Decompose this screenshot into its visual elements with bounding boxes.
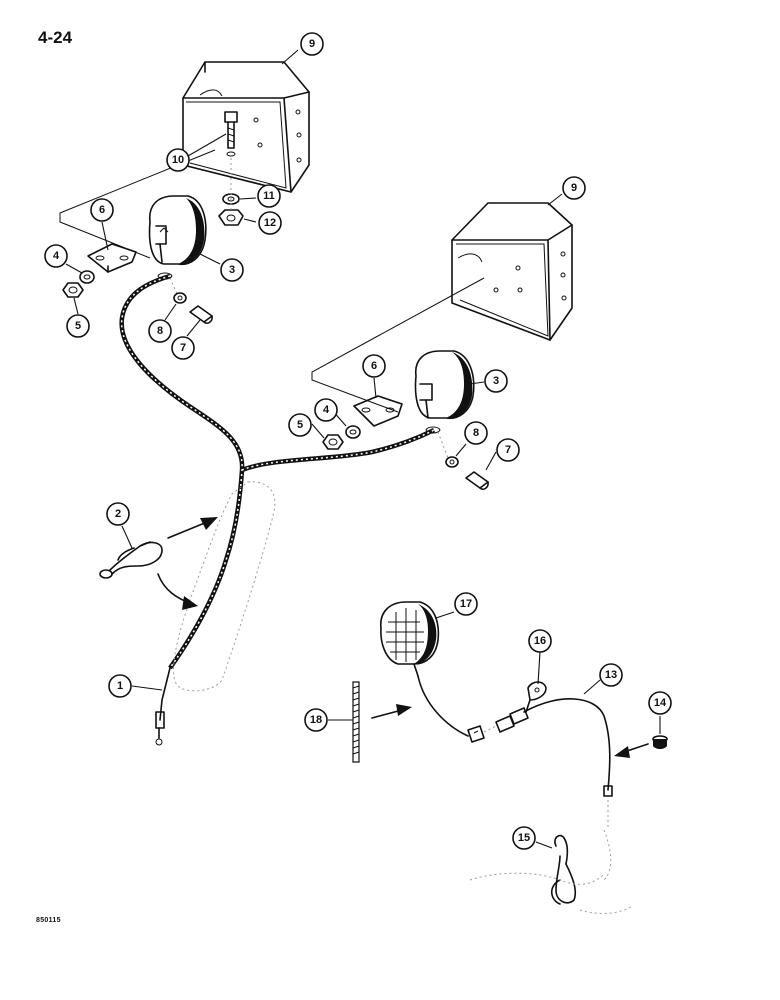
callout-7-lower: 7 <box>496 438 520 462</box>
connector-lamp-side <box>467 725 485 743</box>
svg-text:7: 7 <box>180 342 186 354</box>
svg-text:2: 2 <box>115 508 121 520</box>
callout-12: 12 <box>258 211 282 235</box>
callout-10: 10 <box>166 148 190 172</box>
svg-text:18: 18 <box>310 714 322 726</box>
svg-text:8: 8 <box>473 427 479 439</box>
svg-text:11: 11 <box>263 190 275 202</box>
callout-4-upper: 4 <box>44 244 68 268</box>
callout-9-upper: 9 <box>300 32 324 56</box>
callout-4-lower: 4 <box>314 398 338 422</box>
callout-7-upper: 7 <box>171 336 195 360</box>
svg-text:17: 17 <box>460 598 472 610</box>
clamp-15 <box>550 834 577 905</box>
page-number: 4-24 <box>38 28 73 47</box>
svg-text:1: 1 <box>117 680 123 692</box>
svg-text:14: 14 <box>654 697 667 709</box>
svg-text:5: 5 <box>297 419 303 431</box>
svg-text:9: 9 <box>571 182 577 194</box>
callout-13: 13 <box>599 663 623 687</box>
svg-text:7: 7 <box>505 444 511 456</box>
svg-text:4: 4 <box>323 404 330 416</box>
nut-12 <box>218 209 244 226</box>
callout-17: 17 <box>454 592 478 616</box>
svg-text:13: 13 <box>605 669 617 681</box>
wire-harness-1 <box>119 273 436 746</box>
bolt-7-lower <box>465 471 489 490</box>
clip-16 <box>525 681 547 713</box>
svg-text:8: 8 <box>157 325 163 337</box>
svg-text:6: 6 <box>99 204 105 216</box>
work-lamp-upper <box>148 195 207 266</box>
harness-strap-2 <box>99 541 163 579</box>
nut-5-lower <box>322 434 344 450</box>
work-lamp-17 <box>380 601 440 677</box>
svg-text:4: 4 <box>53 250 60 262</box>
svg-text:9: 9 <box>309 38 315 50</box>
bolt-10 <box>224 111 238 157</box>
callout-14: 14 <box>648 691 672 715</box>
mounting-box-lower <box>451 202 573 341</box>
cable-tie-18 <box>352 681 360 763</box>
callout-3-upper: 3 <box>220 258 244 282</box>
callout-16: 16 <box>528 629 552 653</box>
svg-text:3: 3 <box>229 264 235 276</box>
svg-text:5: 5 <box>75 320 81 332</box>
callout-8-upper: 8 <box>148 319 172 343</box>
svg-text:12: 12 <box>264 217 276 229</box>
connector-harness-side <box>495 707 529 733</box>
washer-4-lower <box>345 425 361 439</box>
callout-1: 1 <box>108 674 132 698</box>
plug-14 <box>652 735 668 749</box>
callout-6-upper: 6 <box>90 198 114 222</box>
callout-18: 18 <box>304 708 328 732</box>
callout-11: 11 <box>257 184 281 208</box>
arrow-plug <box>614 743 649 758</box>
work-lamp-lower <box>414 350 475 420</box>
svg-text:16: 16 <box>534 635 546 647</box>
callout-3-lower: 3 <box>484 369 508 393</box>
arrow-cable-tie <box>371 704 412 719</box>
svg-text:10: 10 <box>172 154 184 166</box>
nut-5-upper <box>62 282 84 298</box>
figure-code: 850115 <box>36 917 61 924</box>
callout-5-lower: 5 <box>288 413 312 437</box>
svg-text:15: 15 <box>518 832 530 844</box>
svg-text:6: 6 <box>371 360 377 372</box>
callout-15: 15 <box>512 826 536 850</box>
bracket-6-lower <box>353 395 403 427</box>
mounting-box-upper <box>182 61 310 193</box>
svg-text:3: 3 <box>493 375 499 387</box>
bracket-6-upper <box>87 243 137 273</box>
callout-9-lower: 9 <box>562 176 586 200</box>
washer-8-upper <box>173 292 187 304</box>
arrow-strap-lower <box>157 573 198 610</box>
washer-8-lower <box>445 456 459 468</box>
callout-2: 2 <box>106 502 130 526</box>
bolt-7-upper <box>189 305 213 324</box>
washer-4-upper <box>79 270 95 284</box>
callout-5-upper: 5 <box>66 314 90 338</box>
callout-6-lower: 6 <box>362 354 386 378</box>
arrow-strap-upper <box>167 517 218 539</box>
callout-8-lower: 8 <box>464 421 488 445</box>
